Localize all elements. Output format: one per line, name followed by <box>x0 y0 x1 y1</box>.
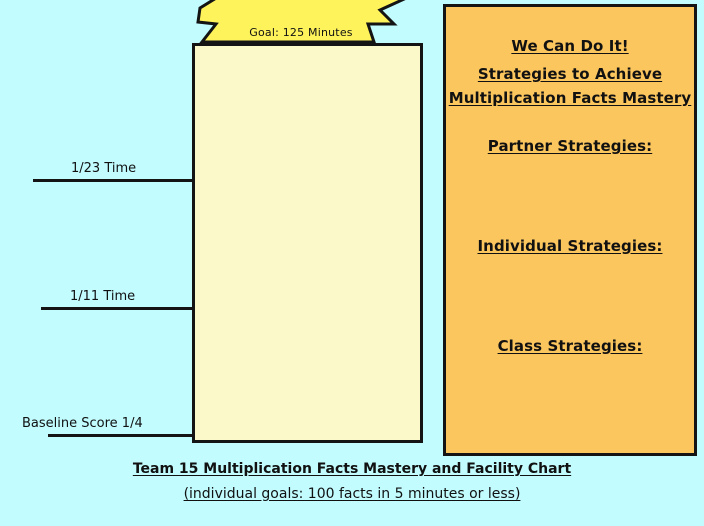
chart-caption-line-2-text: (individual goals: 100 facts in 5 minute… <box>183 486 521 502</box>
panel-section-partner: Partner Strategies: <box>487 137 653 155</box>
level-rule-1-11 <box>41 307 194 310</box>
level-label-baseline: Baseline Score 1/4 <box>22 416 143 431</box>
starburst-icon <box>196 0 406 46</box>
panel-title-line-2: Strategies to Achieve <box>477 65 663 83</box>
goal-banner-label: Goal: 125 Minutes <box>249 26 353 39</box>
panel-section-individual: Individual Strategies: <box>477 237 663 255</box>
level-rule-baseline <box>48 434 194 437</box>
chart-caption-line-1-text: Team 15 Multiplication Facts Mastery and… <box>132 461 572 477</box>
strategies-panel: We Can Do It! Strategies to Achieve Mult… <box>443 4 697 456</box>
level-rule-1-23 <box>33 179 194 182</box>
chart-caption-line-2: (individual goals: 100 facts in 5 minute… <box>0 486 704 502</box>
panel-section-class: Class Strategies: <box>497 337 643 355</box>
panel-title-line-3: Multiplication Facts Mastery <box>448 89 692 107</box>
level-label-1-23: 1/23 Time <box>71 161 137 176</box>
panel-title-line-1: We Can Do It! <box>511 37 629 55</box>
level-label-1-11: 1/11 Time <box>70 289 136 304</box>
chart-caption-line-1: Team 15 Multiplication Facts Mastery and… <box>0 461 704 477</box>
progress-column <box>192 43 423 443</box>
